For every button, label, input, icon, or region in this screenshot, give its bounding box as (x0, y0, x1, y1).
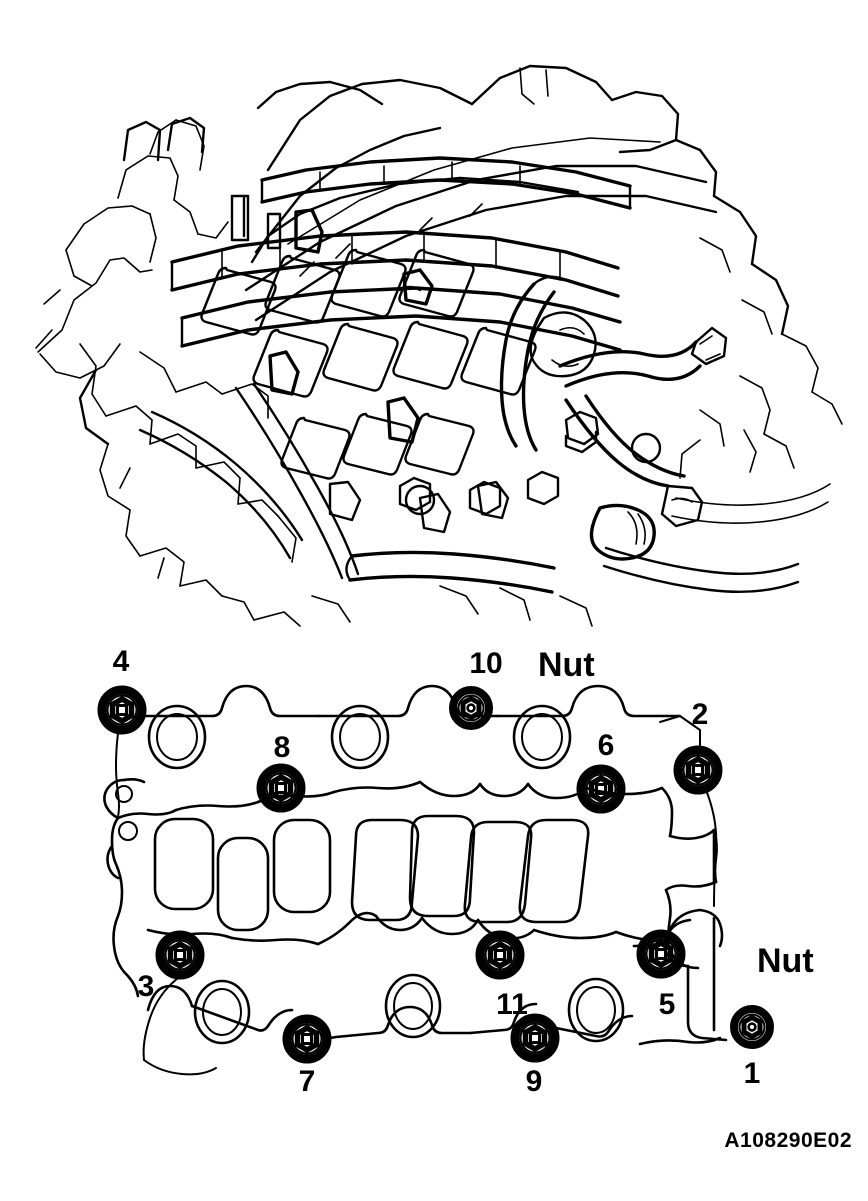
fastener-label-8: 8 (274, 731, 291, 764)
fastener-7[interactable] (287, 1019, 327, 1059)
gasket-diagram: 4 10 2 8 6 3 11 5 7 9 1 Nut Nut (0, 645, 814, 1098)
nut-callouts: Nut Nut (538, 646, 814, 980)
fastener-11[interactable] (480, 935, 520, 975)
fastener-number-labels: 4 10 2 8 6 3 11 5 7 9 1 (113, 645, 761, 1098)
fastener-1[interactable] (734, 1009, 770, 1045)
fastener-label-1: 1 (744, 1057, 761, 1090)
fastener-9[interactable] (515, 1018, 555, 1058)
fastener-label-6: 6 (598, 729, 615, 762)
engine-illustration (35, 64, 843, 627)
fastener-label-7: 7 (299, 1065, 316, 1098)
gasket-inner-cutouts (153, 814, 590, 932)
fastener-6[interactable] (581, 769, 621, 809)
fastener-label-11: 11 (496, 988, 528, 1021)
fastener-4[interactable] (102, 690, 142, 730)
fastener-label-10: 10 (469, 647, 502, 680)
nut-callout-top: Nut (538, 646, 595, 684)
figure-reference-code: A108290E02 (724, 1129, 852, 1152)
fastener-label-5: 5 (659, 988, 676, 1021)
fastener-3[interactable] (160, 935, 200, 975)
engine-linework (35, 64, 843, 627)
fastener-label-3: 3 (138, 970, 155, 1003)
lower-port-collars (193, 973, 625, 1045)
nut-callout-bottom: Nut (757, 942, 814, 980)
fastener-label-4: 4 (113, 645, 130, 678)
upper-port-collars (147, 704, 572, 770)
gasket-outline-linework (103, 684, 728, 1076)
fastener-10[interactable] (453, 690, 489, 726)
fastener-8[interactable] (261, 768, 301, 808)
fastener-label-9: 9 (526, 1065, 543, 1098)
fastener-5[interactable] (641, 934, 681, 974)
fastener-label-2: 2 (692, 698, 709, 731)
fastener-2[interactable] (678, 750, 718, 790)
